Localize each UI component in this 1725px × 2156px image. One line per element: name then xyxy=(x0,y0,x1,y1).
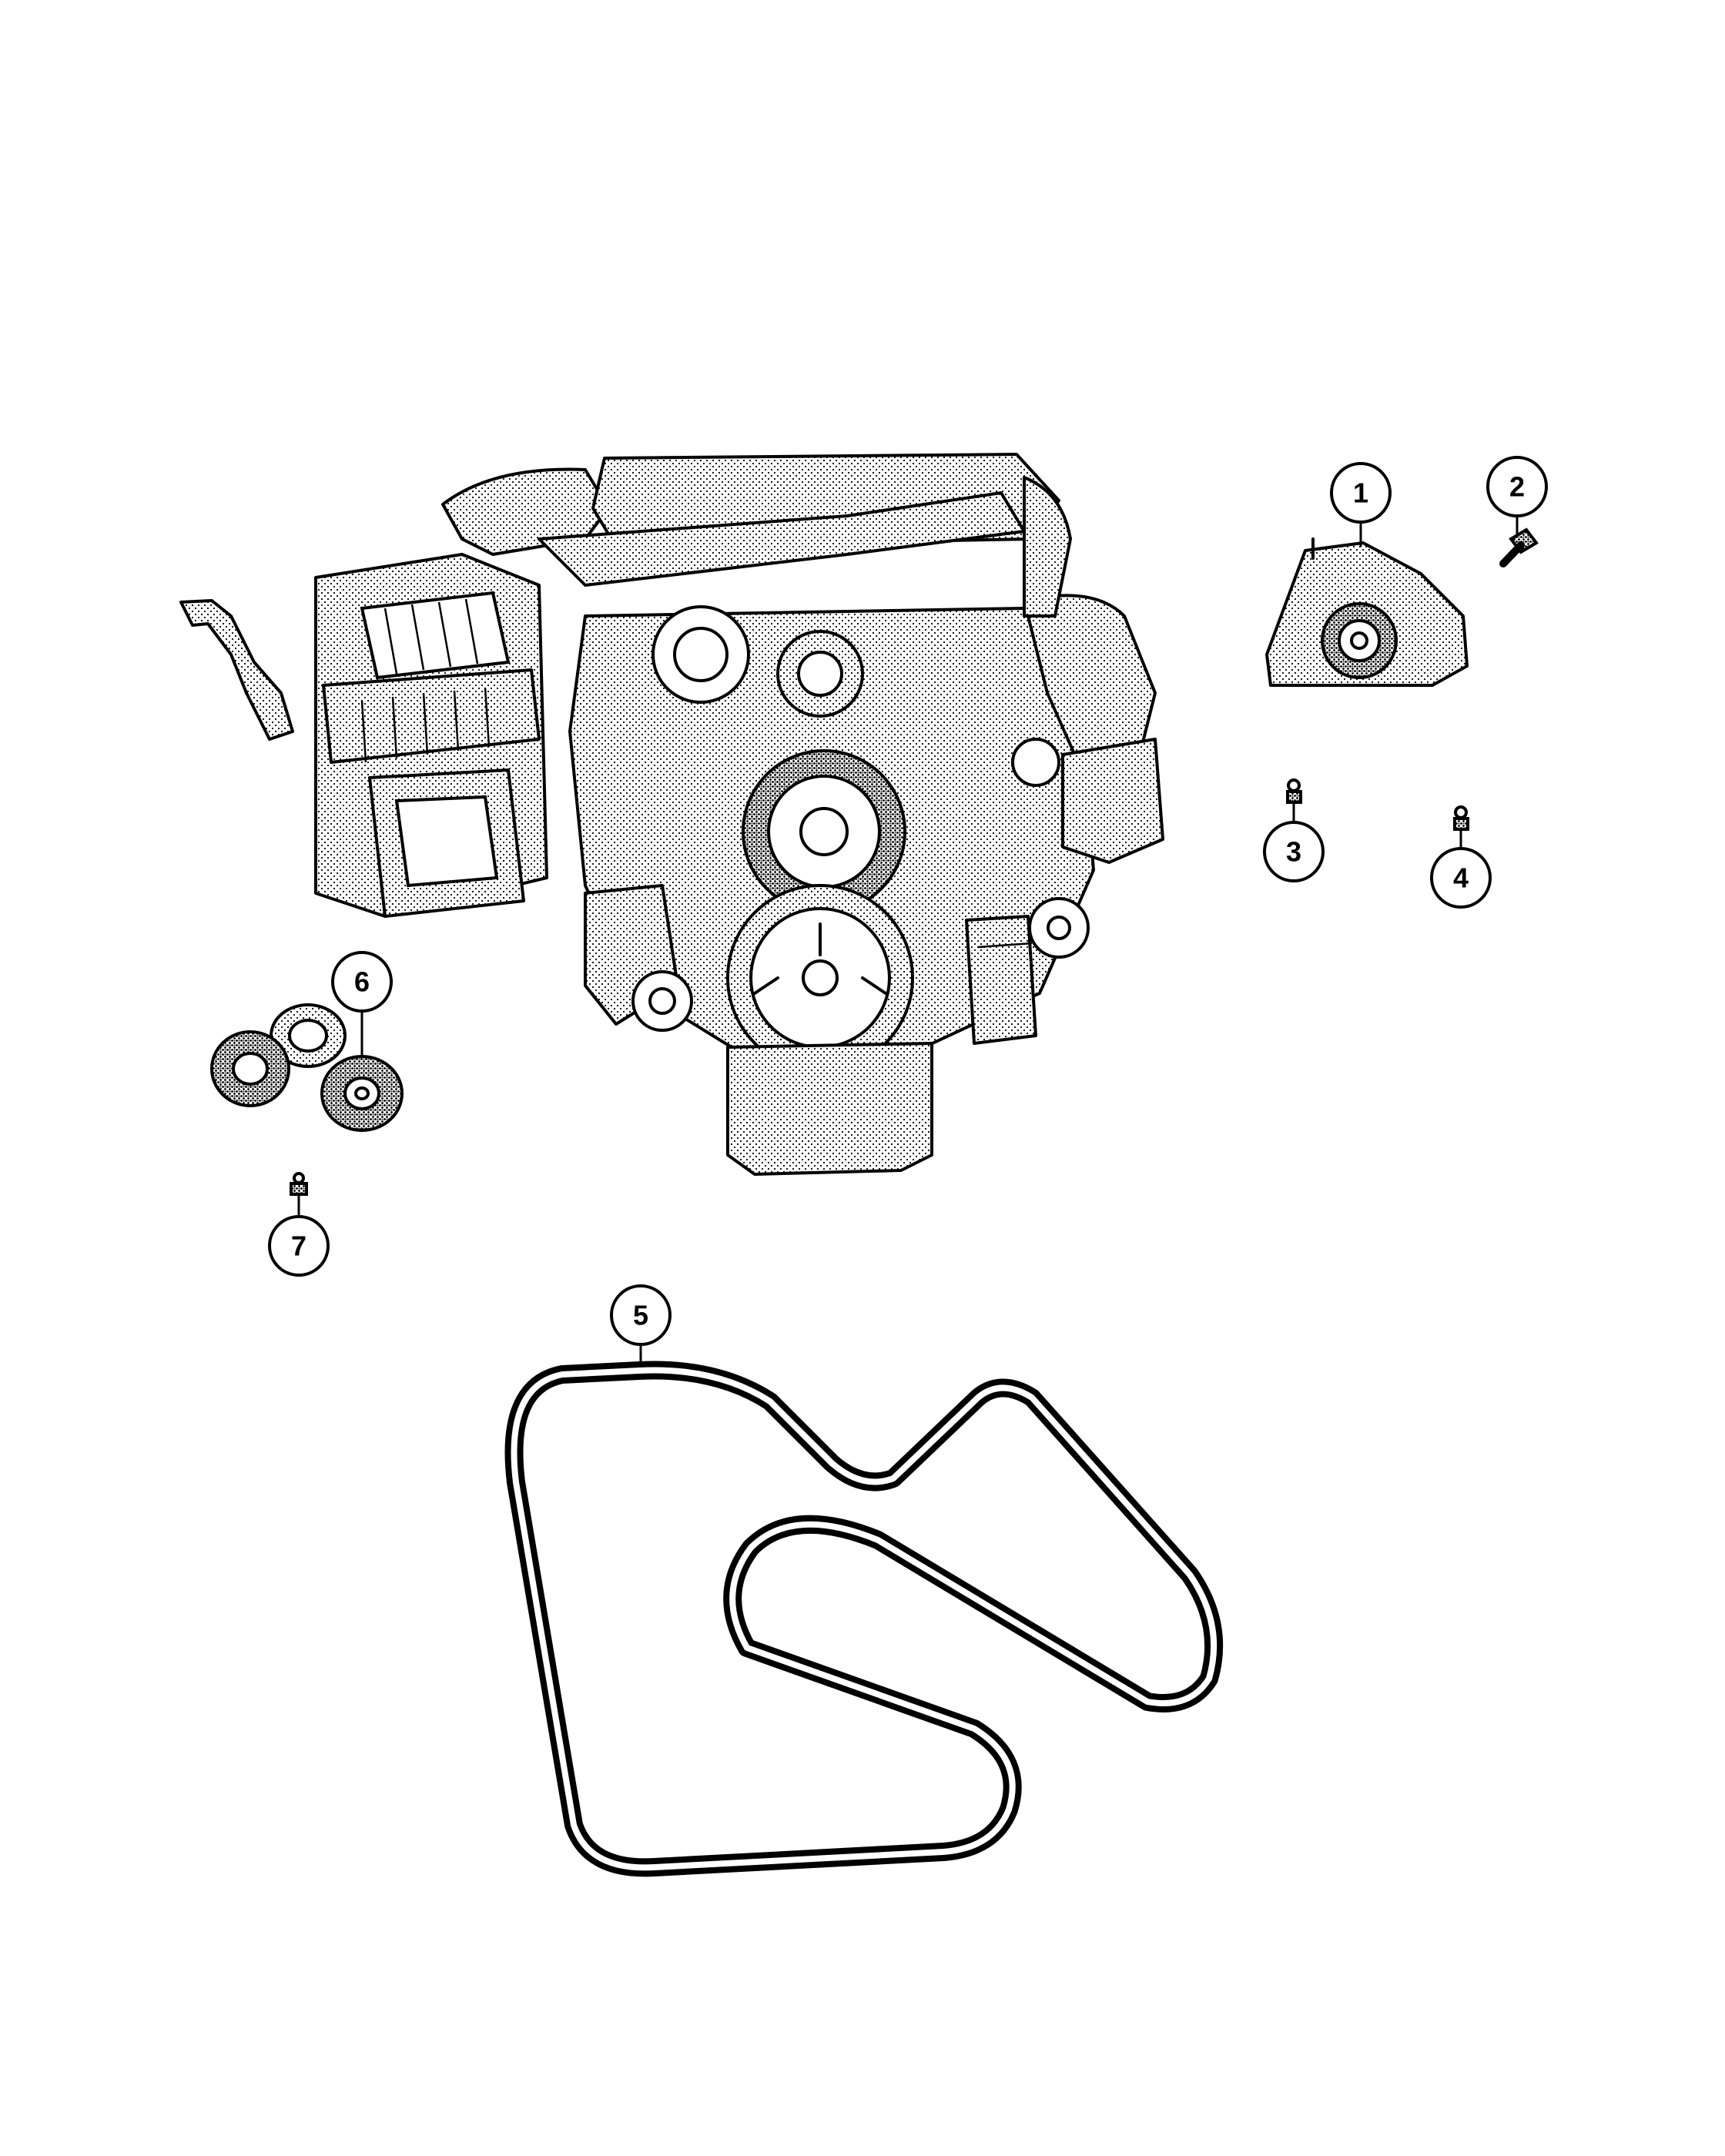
callout-5: 5 xyxy=(610,1284,672,1364)
belt-icon xyxy=(504,1361,1224,1877)
callout-label: 4 xyxy=(1453,862,1469,894)
engine-icon xyxy=(179,453,1164,1176)
callout-4: 4 xyxy=(1430,829,1492,909)
callout-label: 7 xyxy=(291,1230,306,1262)
callout-2: 2 xyxy=(1486,456,1548,535)
nut xyxy=(1453,805,1469,831)
engine-assembly xyxy=(179,453,1164,1176)
pulley-icon xyxy=(210,1003,404,1132)
nut-icon xyxy=(1453,805,1469,831)
idler-pulleys xyxy=(210,1003,404,1132)
callout-label: 1 xyxy=(1353,477,1368,509)
callout-label: 5 xyxy=(633,1300,648,1331)
bolt-icon xyxy=(290,1172,308,1196)
alternator-icon xyxy=(1265,537,1469,687)
generator xyxy=(1265,537,1469,687)
nut-icon xyxy=(1286,778,1302,804)
callout-7: 7 xyxy=(268,1194,330,1277)
callout-1: 1 xyxy=(1330,462,1392,547)
callout-label: 6 xyxy=(354,966,370,998)
bolt xyxy=(290,1172,308,1196)
serpentine-belt xyxy=(504,1361,1224,1877)
callout-6: 6 xyxy=(331,951,393,1056)
callout-label: 2 xyxy=(1509,471,1525,503)
bolt xyxy=(1499,527,1539,567)
callout-3: 3 xyxy=(1263,802,1325,882)
nut xyxy=(1286,778,1302,804)
callout-label: 3 xyxy=(1286,836,1301,868)
bolt-icon xyxy=(1499,527,1539,567)
